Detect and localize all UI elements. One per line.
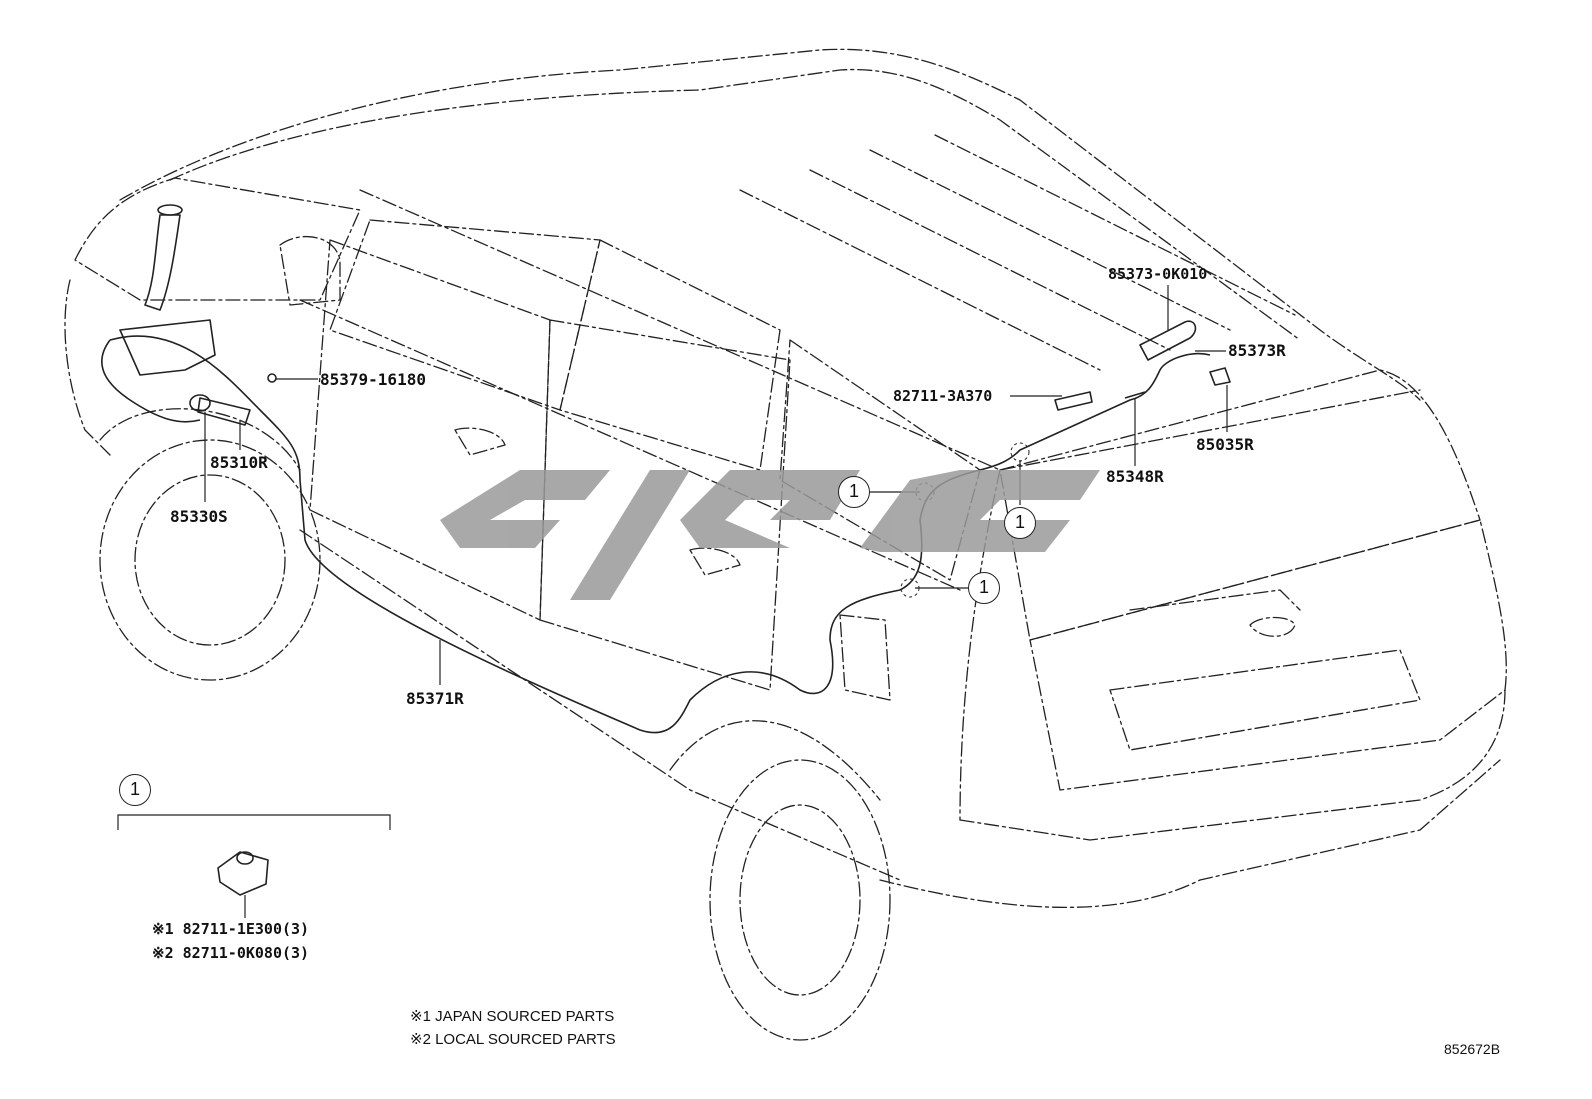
front-wheel-inner (134, 474, 286, 646)
watermark-stroke-1 (440, 470, 610, 548)
watermark-stroke-3 (680, 470, 860, 548)
vehicle-front-handle (454, 427, 506, 456)
washer-inlet-cap (157, 204, 183, 216)
vehicle-side-upper (359, 189, 1421, 471)
vehicle-plate-recess (1109, 649, 1421, 751)
label-85348R: 85348R (1106, 467, 1164, 486)
watermark-stroke-2 (570, 470, 690, 600)
pump-grommet (189, 394, 211, 412)
label-85379-16180: 85379-16180 (320, 370, 426, 389)
detail-bracket (117, 814, 391, 830)
label-85310R: 85310R (210, 453, 268, 472)
roof-rail-4 (934, 134, 1296, 316)
vehicle-rocker (299, 529, 901, 881)
detail-part-line-2: ※2 82711-0K080(3) (152, 944, 310, 962)
roof-rail-2 (809, 169, 1171, 351)
rear-wheel-arch (669, 720, 881, 801)
note-japan-sourced: ※1 JAPAN SOURCED PARTS (410, 1008, 615, 1025)
clamp-82711 (1054, 391, 1093, 411)
label-85035R: 85035R (1196, 435, 1254, 454)
watermark-logo (440, 470, 1100, 600)
vehicle-rear-emblem (1249, 616, 1296, 637)
nozzle-hose-grommet (1139, 320, 1197, 361)
hose-clip (267, 373, 277, 383)
clamp-position-b (1010, 442, 1030, 462)
vehicle-bumper (959, 689, 1506, 841)
vehicle-quarter-window (779, 339, 981, 581)
rear-wheel-inner (739, 804, 861, 996)
callout-1-a: 1 (838, 476, 870, 508)
vehicle-hood (74, 177, 361, 301)
washer-hose-front (101, 339, 201, 423)
label-85373R: 85373R (1228, 341, 1286, 360)
vehicle-mirror (279, 235, 341, 306)
roof-rail-3 (869, 149, 1231, 331)
detail-callout: 1 (119, 774, 151, 806)
detail-clamp-shape (217, 851, 269, 896)
detail-part-line-1: ※1 82711-1E300(3) (152, 920, 310, 938)
label-85371R: 85371R (406, 689, 464, 708)
rear-wheel-outer (709, 759, 891, 1041)
vehicle-bumper-lower (879, 759, 1501, 908)
vehicle-fuel-lid (839, 614, 891, 701)
vehicle-roof-outline (119, 48, 1421, 401)
vehicle-front-door (309, 239, 551, 621)
vehicle-rear-garnish (1129, 589, 1301, 611)
vehicle-side-beltline (299, 299, 961, 591)
figure-id: 852672B (1444, 1041, 1501, 1057)
roof-rail-1 (739, 189, 1101, 371)
watermark-stroke-4 (860, 470, 1100, 552)
washer-tank (119, 319, 216, 376)
detail-clamp-hole (236, 851, 254, 865)
vehicle-roof-inner (169, 68, 1301, 341)
rear-washer-nozzle (1209, 367, 1231, 386)
vehicle-rear-window-side (559, 239, 781, 471)
label-85373-0K010: 85373-0K010 (1108, 265, 1208, 283)
washer-inlet (144, 214, 181, 311)
callout-1-c: 1 (968, 572, 1000, 604)
vehicle-rear-handle (689, 547, 741, 576)
callout-1-b: 1 (1004, 507, 1036, 539)
washer-hose-route (109, 335, 1211, 734)
washer-pump (197, 397, 251, 426)
label-82711-3A370: 82711-3A370 (893, 387, 993, 405)
front-wheel-arch (99, 408, 301, 471)
vehicle-tailgate (1029, 519, 1507, 791)
vehicle-front (64, 279, 111, 456)
clamp-position-c (900, 578, 920, 598)
label-85330S: 85330S (170, 507, 228, 526)
vehicle-rear-window (999, 369, 1481, 641)
joint-85348 (1124, 391, 1146, 399)
front-wheel-outer (99, 439, 321, 681)
note-local-sourced: ※2 LOCAL SOURCED PARTS (410, 1031, 616, 1048)
